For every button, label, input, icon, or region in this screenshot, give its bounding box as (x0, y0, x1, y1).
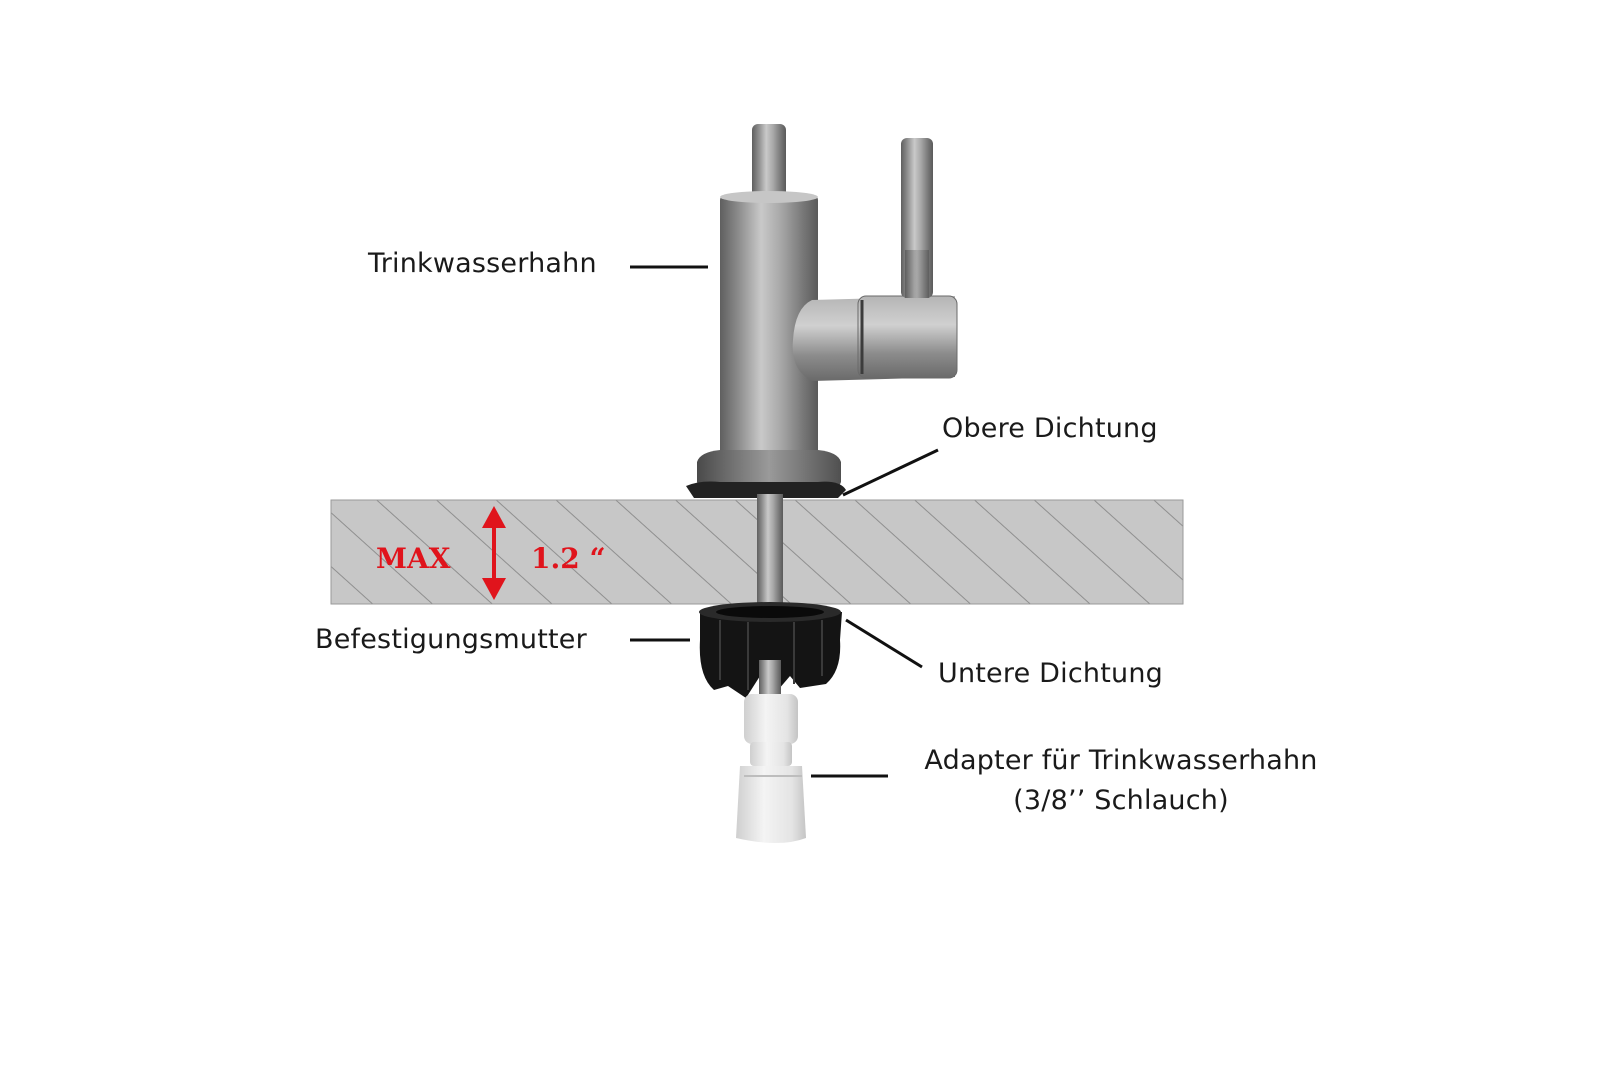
mounting-nut (699, 602, 842, 698)
thickness-arrow-icon (482, 506, 506, 600)
faucet-top-pin (752, 124, 786, 198)
faucet-body (720, 196, 818, 472)
label-befestigungsmutter: Befestigungsmutter (315, 624, 587, 655)
leader-upper-seal (842, 448, 939, 497)
label-obere-dichtung: Obere Dichtung (942, 413, 1158, 444)
leader-lower-seal (845, 618, 923, 669)
label-adapter-line1: Adapter für Trinkwasserhahn (924, 745, 1318, 776)
label-adapter: Adapter für Trinkwasserhahn (3/8’’ Schla… (916, 741, 1326, 821)
adapter-fitting (736, 660, 806, 843)
label-trinkwasserhahn: Trinkwasserhahn (368, 248, 597, 279)
faucet-handle-collar (857, 295, 958, 379)
max-label: MAX (376, 542, 451, 575)
label-untere-dichtung: Untere Dichtung (938, 658, 1163, 689)
thickness-label: 1.2 “ (531, 542, 606, 575)
label-adapter-line2: (3/8’’ Schlauch) (1013, 785, 1229, 816)
upper-seal-ring (686, 481, 846, 498)
faucet (686, 124, 958, 670)
leader-lines (630, 265, 939, 778)
